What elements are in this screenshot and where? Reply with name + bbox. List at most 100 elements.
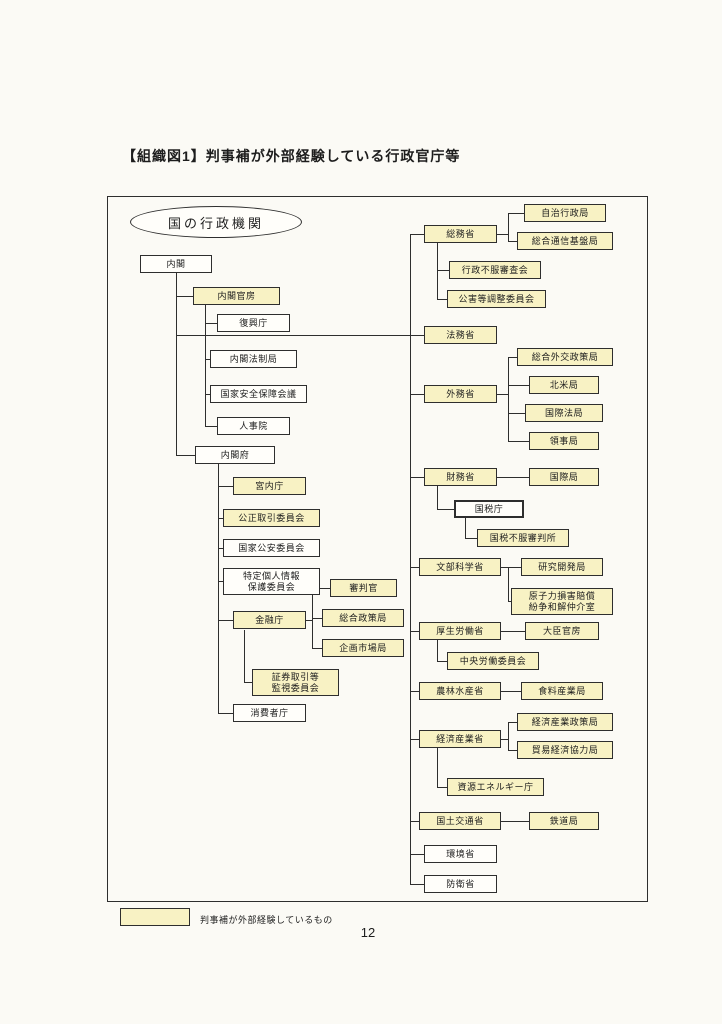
org-box-zaimusho: 財務省	[424, 468, 497, 486]
connector-line	[410, 739, 419, 740]
connector-line	[437, 299, 447, 300]
org-box-boeki-keizai-kyoryoku-kyoku: 貿易経済協力局	[517, 741, 613, 759]
connector-line	[437, 509, 454, 510]
connector-line	[176, 455, 195, 456]
connector-line	[410, 631, 419, 632]
org-box-kikaku-shijo-kyoku: 企画市場局	[322, 639, 404, 657]
org-box-keizai-sangyo-seisaku-kyoku: 経済産業政策局	[517, 713, 613, 731]
org-box-kokudo-kotsusho: 国土交通省	[419, 812, 501, 830]
connector-line	[410, 821, 419, 822]
connector-line	[508, 441, 529, 442]
org-box-shinpankan: 審判官	[330, 579, 397, 597]
connector-line	[437, 661, 447, 662]
connector-line	[410, 691, 419, 692]
org-box-shigen-energy-cho: 資源エネルギー庁	[447, 778, 544, 796]
connector-line	[244, 682, 252, 683]
connector-line	[501, 567, 521, 568]
page-number: 12	[360, 925, 376, 940]
connector-line	[437, 640, 438, 661]
page-title: 【組織図1】判事補が外部経験している行政官庁等	[122, 148, 461, 164]
connector-line	[205, 305, 206, 426]
connector-line	[501, 691, 521, 692]
connector-line	[465, 518, 466, 538]
connector-line	[410, 394, 424, 395]
connector-line	[437, 748, 438, 787]
connector-line	[497, 394, 508, 395]
org-box-genshiryoku-songai-baisho: 原子力損害賠償 紛争和解仲介室	[511, 588, 613, 615]
connector-line	[312, 648, 322, 649]
org-box-kokusaiho-kyoku: 国際法局	[525, 404, 603, 422]
org-box-kosei-rodosho: 厚生労働省	[419, 622, 501, 640]
connector-line	[218, 486, 233, 487]
org-box-naikaku-kanbo: 内閣官房	[193, 287, 280, 305]
connector-line	[218, 464, 219, 713]
connector-line	[497, 477, 529, 478]
connector-line	[501, 739, 508, 740]
org-box-ryoji-kyoku: 領事局	[529, 432, 599, 450]
org-box-kokka-koan-iinkai: 国家公安委員会	[223, 539, 320, 557]
org-box-kokuzeicho: 国税庁	[454, 500, 524, 518]
org-box-fukko-cho: 復興庁	[217, 314, 290, 332]
connector-line	[218, 620, 233, 621]
connector-line	[244, 630, 245, 682]
connector-line	[508, 413, 525, 414]
connector-line	[508, 213, 524, 214]
org-box-sogo-gaiko-seisaku-kyoku: 総合外交政策局	[517, 348, 613, 366]
chart-frame	[107, 196, 648, 902]
org-box-sogo-tsushin-kiban-kyoku: 総合通信基盤局	[517, 232, 613, 250]
root-node-ellipse: 国の行政機関	[130, 206, 302, 238]
connector-line	[205, 323, 217, 324]
connector-line	[437, 270, 449, 271]
org-box-kokuzei-fufuku-shinpanjo: 国税不服審判所	[477, 529, 569, 547]
connector-line	[465, 538, 477, 539]
connector-line	[218, 548, 223, 549]
connector-line	[437, 787, 447, 788]
org-box-kosei-torihiki-iinkai: 公正取引委員会	[223, 509, 320, 527]
org-box-kunaicho: 宮内庁	[233, 477, 306, 495]
connector-line	[218, 581, 223, 582]
connector-line	[205, 426, 217, 427]
org-box-gaimusho: 外務省	[424, 385, 497, 403]
org-box-hokubei-kyoku: 北米局	[529, 376, 599, 394]
connector-line	[218, 518, 223, 519]
org-box-tetsudo-kyoku: 鉄道局	[529, 812, 599, 830]
connector-line	[508, 213, 509, 241]
org-box-kenkyu-kaihatsu-kyoku: 研究開発局	[521, 558, 603, 576]
connector-line	[501, 821, 529, 822]
connector-line	[205, 359, 210, 360]
org-box-shoken-torihiki-kanshi-iinkai: 証券取引等 監視委員会	[252, 669, 339, 696]
connector-line	[410, 884, 424, 885]
org-box-gyosei-fufuku-shinsakai: 行政不服審査会	[449, 261, 541, 279]
org-box-homusho: 法務省	[424, 326, 497, 344]
org-box-kogai-chosei-iinkai: 公害等調整委員会	[447, 290, 546, 308]
connector-line	[410, 854, 424, 855]
org-box-kokusai-kyoku: 国際局	[529, 468, 599, 486]
connector-line	[508, 750, 517, 751]
org-box-naikakufu: 内閣府	[195, 446, 275, 464]
org-box-kokka-anzen-hosho-kaigi: 国家安全保障会議	[210, 385, 307, 403]
connector-line	[508, 722, 509, 750]
connector-line	[437, 486, 438, 509]
connector-line	[312, 618, 322, 619]
connector-line	[176, 335, 424, 336]
connector-line	[508, 385, 529, 386]
org-box-chuo-rodo-iinkai: 中央労働委員会	[447, 652, 539, 670]
connector-line	[508, 357, 517, 358]
org-box-kankyosho: 環境省	[424, 845, 497, 863]
connector-line	[508, 357, 509, 441]
connector-line	[508, 567, 509, 601]
org-box-shohisha-cho: 消費者庁	[233, 704, 306, 722]
connector-line	[508, 241, 517, 242]
connector-line	[410, 234, 424, 235]
org-box-boeisho: 防衛省	[424, 875, 497, 893]
connector-line	[497, 234, 508, 235]
connector-line	[176, 273, 177, 455]
connector-line	[306, 620, 312, 621]
connector-line	[437, 243, 438, 299]
connector-line	[501, 631, 525, 632]
connector-line	[508, 601, 511, 602]
org-box-norin-suisansho: 農林水産省	[419, 682, 501, 700]
legend-swatch	[120, 908, 190, 926]
org-box-somusho: 総務省	[424, 225, 497, 243]
